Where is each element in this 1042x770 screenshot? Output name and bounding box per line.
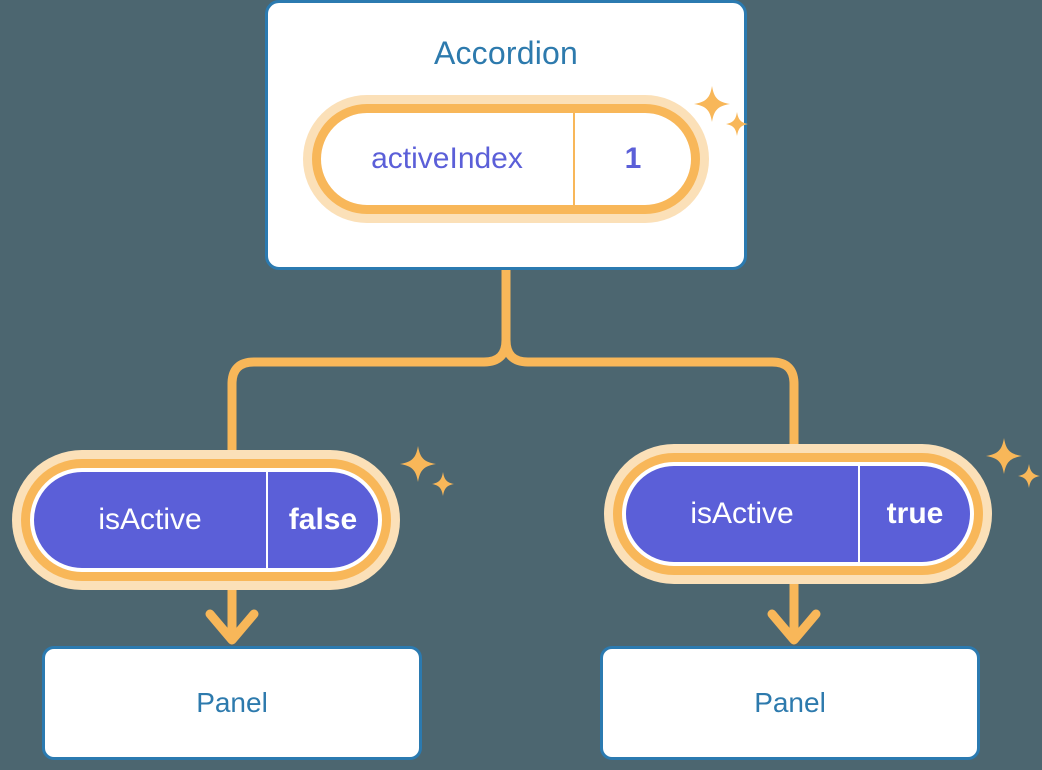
connector-branch-left bbox=[227, 335, 511, 479]
page-title: Accordion bbox=[433, 35, 579, 71]
state-key-label: isActive bbox=[690, 497, 794, 530]
state-value-label: false bbox=[266, 472, 378, 568]
component-card-panel-right[interactable]: Panel bbox=[600, 646, 980, 760]
state-value-label: 1 bbox=[573, 113, 691, 205]
state-value-label: true bbox=[858, 466, 970, 562]
panel-label: Panel bbox=[196, 687, 268, 718]
state-pill-activeindex[interactable]: activeIndex 1 bbox=[312, 104, 700, 214]
state-key-label: activeIndex bbox=[371, 142, 523, 175]
state-pill-isactive-true[interactable]: isActive true bbox=[622, 462, 974, 566]
state-key-label: isActive bbox=[98, 503, 202, 536]
panel-label: Panel bbox=[754, 687, 826, 718]
state-pill-isactive-false[interactable]: isActive false bbox=[30, 468, 382, 572]
arrow-left-pill-to-panel bbox=[205, 572, 259, 645]
component-card-panel-left[interactable]: Panel bbox=[42, 646, 422, 760]
connector-trunk-split bbox=[501, 265, 799, 473]
arrow-right-pill-to-panel bbox=[767, 566, 821, 645]
